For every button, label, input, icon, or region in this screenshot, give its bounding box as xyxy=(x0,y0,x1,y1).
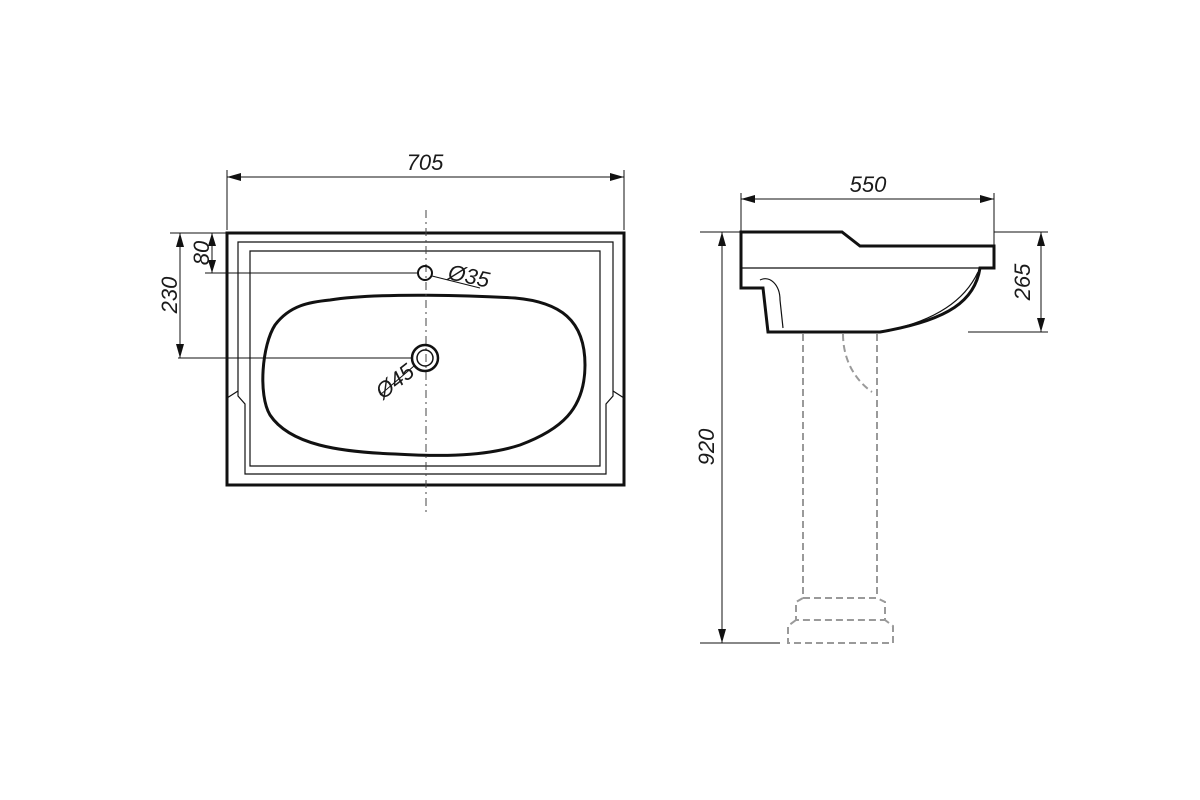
basin-bowl-curve xyxy=(879,271,979,333)
dim-920-arrow-top xyxy=(718,232,726,246)
dim-80-arrow-bottom xyxy=(208,260,216,273)
depth-arrow-left xyxy=(741,195,755,203)
width-label: 705 xyxy=(407,150,444,175)
pedestal-inner-curve xyxy=(842,333,873,393)
rim-chamfer-right xyxy=(612,390,625,399)
basin-inner-step xyxy=(249,250,601,467)
tap-hole xyxy=(417,265,433,281)
depth-arrow-right xyxy=(980,195,994,203)
pedestal-base-lower xyxy=(787,619,894,644)
top-view: Ø35 Ø45 705 230 80 xyxy=(157,150,626,515)
dim-265-arrow-bottom xyxy=(1037,318,1045,332)
tap-hole-label: Ø35 xyxy=(445,259,493,292)
tap-hole-leader xyxy=(431,275,481,289)
bowl-outline xyxy=(261,293,587,457)
dim-265-label: 265 xyxy=(1010,263,1035,301)
basin-side-profile xyxy=(739,230,996,334)
dim-920-label: 920 xyxy=(694,428,719,465)
width-arrow-left xyxy=(227,173,241,181)
dim-80-arrow-top xyxy=(208,233,216,246)
dim-80-label: 80 xyxy=(189,240,214,265)
side-view: 550 265 920 xyxy=(694,172,1048,644)
dim-230-arrow-bottom xyxy=(176,344,184,358)
drain-hole-leader xyxy=(379,365,415,396)
dim-230-arrow-top xyxy=(176,233,184,247)
drain-hole-outer xyxy=(410,343,440,373)
pedestal-base-upper xyxy=(795,597,886,621)
dim-230-label: 230 xyxy=(157,276,182,314)
width-arrow-right xyxy=(610,173,624,181)
drain-hole-inner xyxy=(416,349,434,367)
dim-920-arrow-bottom xyxy=(718,629,726,643)
basin-inner-rim xyxy=(237,241,614,475)
basin-inner-curve xyxy=(759,278,784,329)
dim-265-arrow-top xyxy=(1037,232,1045,246)
rim-chamfer-left xyxy=(226,390,239,399)
depth-label: 550 xyxy=(850,172,887,197)
drain-hole-label: Ø45 xyxy=(370,358,420,404)
